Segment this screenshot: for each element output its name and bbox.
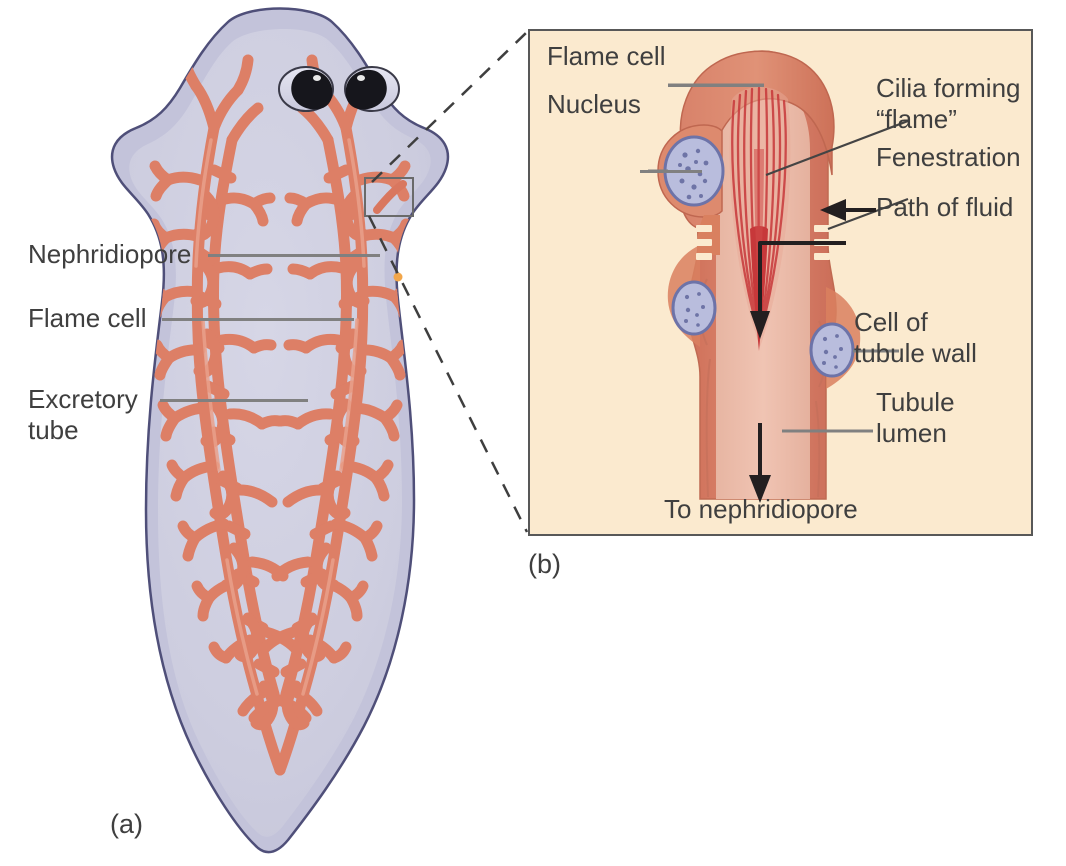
- label-to-nephridiopore: To nephridiopore: [664, 494, 858, 524]
- path-of-fluid-arrowhead: [820, 199, 876, 221]
- nephridiopore-pore: [393, 272, 403, 282]
- leader-flame-cell-b: [668, 84, 764, 87]
- label-tubule-lumen: Tubule lumen: [876, 387, 955, 448]
- eyespot-left: [278, 66, 334, 112]
- planarian-body: [129, 28, 431, 837]
- panel-b-diagonal-leaders: [765, 119, 909, 231]
- flow-to-nephridiopore-arrow: [749, 423, 771, 503]
- label-flame-cell-a: Flame cell: [28, 303, 147, 333]
- callout-dashed-lower: [367, 215, 529, 533]
- excretory-tubule-network-right: [248, 52, 413, 776]
- label-nephridiopore: Nephridiopore: [28, 239, 192, 269]
- label-nucleus: Nucleus: [547, 89, 641, 119]
- nucleus-tubule-wall-left: [671, 280, 717, 336]
- label-excretory-tube: Excretory tube: [28, 384, 138, 445]
- callout-detail-tubule: [373, 180, 407, 214]
- caption-panel-b: (b): [528, 549, 561, 579]
- panel-b-illustration: [648, 50, 909, 503]
- label-flame-cell-b: Flame cell: [547, 41, 666, 71]
- callout-detail-box: [364, 177, 414, 217]
- eyespot-right: [344, 66, 400, 112]
- panel-a-illustration: [110, 7, 529, 854]
- label-cell-of-tubule-wall: Cell of tubule wall: [854, 307, 977, 368]
- nucleus-tubule-wall-right: [809, 322, 855, 378]
- path-of-fluid-arrow: [750, 241, 846, 339]
- leader-flame-cell-a: [162, 318, 354, 321]
- cilia-flame-tuft: [729, 86, 791, 351]
- leader-nephridiopore: [208, 254, 380, 257]
- label-fenestration: Fenestration: [876, 142, 1021, 172]
- leader-nucleus: [640, 170, 702, 173]
- tubule-highlights: [194, 138, 366, 696]
- leader-excretory-tube: [160, 399, 308, 402]
- label-path-of-fluid: Path of fluid: [876, 192, 1014, 222]
- caption-panel-a: (a): [110, 809, 143, 839]
- callout-dashed-upper: [371, 31, 528, 183]
- label-cilia-forming-flame: Cilia forming “flame”: [876, 73, 1021, 134]
